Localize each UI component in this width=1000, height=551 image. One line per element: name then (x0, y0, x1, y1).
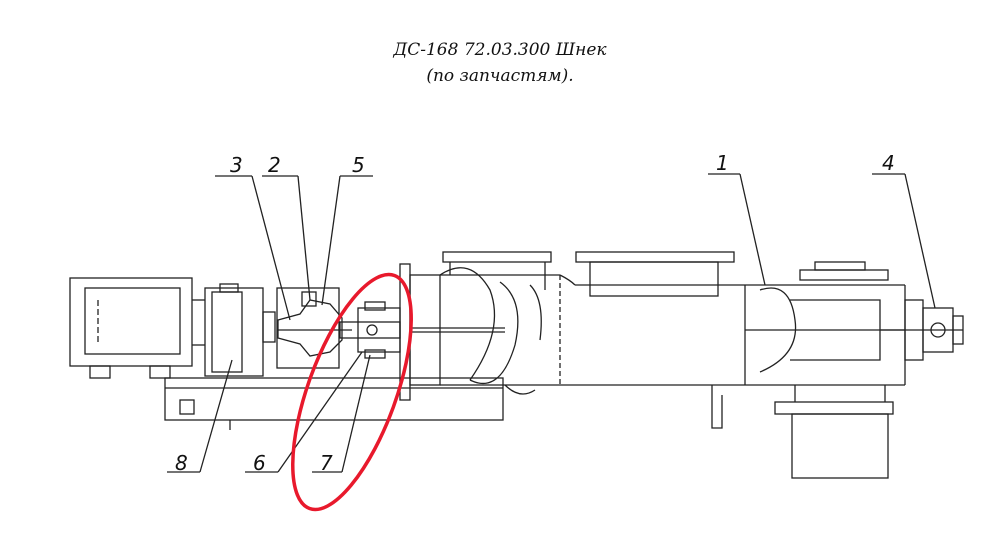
inlet-hopper-2 (575, 251, 735, 297)
highlight-ellipse (291, 272, 413, 512)
outlet-spout (774, 385, 894, 479)
callout-7: 7 (320, 451, 333, 475)
leader-lines (167, 173, 936, 473)
base-frame (164, 377, 504, 430)
discharge-unit (745, 261, 906, 386)
inlet-hopper-1 (442, 251, 552, 290)
electric-motor (69, 277, 205, 379)
callout-2: 2 (268, 153, 281, 177)
drawing-subtitle: (по запчастям). (426, 66, 574, 86)
callout-3: 3 (230, 153, 243, 177)
drawing-title: ДС-168 72.03.300 Шнек (393, 40, 607, 60)
inlet-flange (399, 263, 505, 401)
end-bearing (880, 299, 964, 361)
gearbox (204, 283, 276, 377)
conveyor-trough (440, 274, 746, 395)
callout-5: 5 (352, 153, 365, 177)
screw-flights (439, 267, 797, 385)
support-leg (711, 385, 723, 429)
drawing-lines (69, 173, 964, 479)
callout-1: 1 (716, 151, 729, 175)
callout-4: 4 (882, 151, 895, 175)
callout-8: 8 (175, 451, 188, 475)
coupling (276, 287, 352, 369)
callout-6: 6 (253, 451, 266, 475)
